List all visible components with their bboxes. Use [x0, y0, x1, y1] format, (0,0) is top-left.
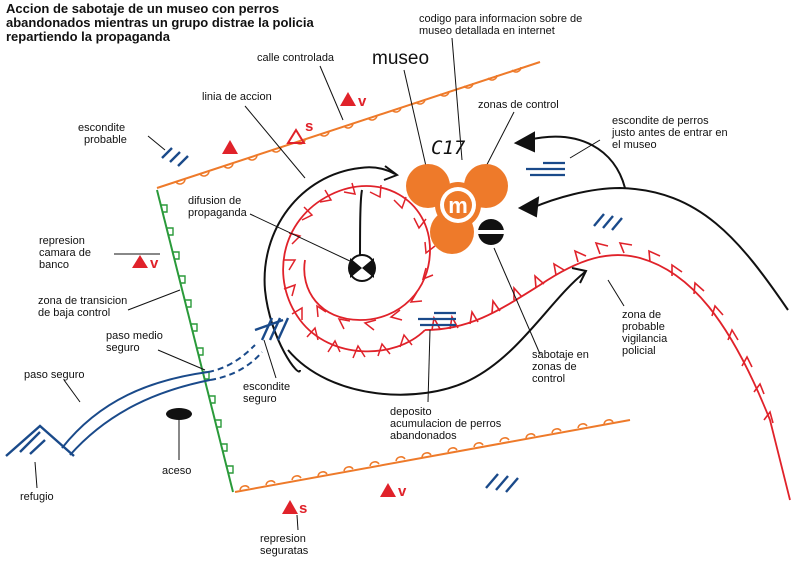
label-deposito-2: acumulacion de perros	[390, 418, 502, 430]
museum-control-zones: m	[406, 164, 508, 254]
label-c17: C17	[431, 137, 466, 159]
label-sabotaje-3: control	[532, 373, 565, 385]
label-codigo-2: museo detallada en internet	[419, 25, 555, 37]
dog-hideout-marker	[526, 161, 565, 177]
label-codigo-1: codigo para informacion sobre de	[419, 13, 582, 25]
label-escondite-probable-2: probable	[84, 134, 127, 146]
label-escondite-perros-2: justo antes de entrar en	[611, 127, 728, 139]
controlled-street-top	[156, 61, 541, 189]
label-calle-controlada: calle controlada	[257, 52, 335, 64]
propaganda-symbol	[348, 254, 376, 282]
label-zona-vigilancia-2: probable	[622, 321, 665, 333]
museum-logo-letter: m	[448, 193, 468, 218]
label-represion-banco-1: represion	[39, 235, 85, 247]
label-paso-seguro: paso seguro	[24, 369, 85, 381]
label-represion-banco-2: camara de	[39, 247, 91, 259]
deposit-marker	[418, 311, 456, 327]
label-zonas-control: zonas de control	[478, 99, 559, 111]
police-vigilance-zone	[424, 241, 791, 501]
action-line-dogs	[513, 131, 789, 311]
label-sabotaje-2: zonas de	[532, 361, 577, 373]
label-difusion-2: propaganda	[188, 207, 248, 219]
label-sabotaje-1: sabotaje en	[532, 349, 589, 361]
safe-hideout-marker	[254, 317, 290, 341]
label-represion-banco-3: banco	[39, 259, 69, 271]
security-letter: s	[305, 118, 313, 135]
label-refugio: refugio	[20, 491, 54, 503]
label-aceso: aceso	[162, 465, 191, 477]
probable-hideout-marker	[161, 147, 189, 167]
controlled-street-bottom	[234, 419, 631, 493]
label-paso-medio-2: seguro	[106, 342, 140, 354]
label-escondite-seguro-2: seguro	[243, 393, 277, 405]
label-deposito-3: abandonados	[390, 430, 457, 442]
title-line-3: repartiendo la propaganda	[6, 29, 171, 44]
access-marker	[166, 408, 192, 420]
video-letter: v	[150, 255, 159, 272]
label-zona-transicion-2: de baja control	[38, 307, 110, 319]
safe-path	[61, 344, 263, 456]
leader-lines	[34, 37, 625, 531]
label-escondite-seguro-1: escondite	[243, 381, 290, 393]
refuge-marker	[5, 424, 75, 457]
transition-zone-line	[156, 189, 234, 493]
label-escondite-perros-1: escondite de perros	[612, 115, 709, 127]
label-zona-vigilancia-4: policial	[622, 345, 656, 357]
hideout-marker-right	[593, 213, 623, 231]
label-paso-medio-1: paso medio	[106, 330, 163, 342]
labels: codigo para informacion sobre de museo d…	[20, 13, 728, 557]
label-zona-vigilancia-1: zona de	[622, 309, 661, 321]
security-warning-bottom: s	[282, 500, 307, 517]
video-letter: v	[358, 93, 367, 110]
hideout-marker-bottom	[485, 473, 519, 493]
bank-camera-warning: v	[132, 255, 159, 272]
warning-symbols: s v v v s	[132, 92, 407, 517]
label-represion-seguratas-2: seguratas	[260, 545, 309, 557]
video-warning-bottom: v	[380, 483, 407, 500]
security-letter: s	[299, 500, 307, 517]
dog-deposit-spiral	[282, 182, 436, 359]
diagram-title: Accion de sabotaje de un museo con perro…	[6, 1, 314, 44]
video-letter: v	[398, 483, 407, 500]
title-line-2: abandonados mientras un grupo distrae la…	[6, 15, 314, 30]
label-represion-seguratas-1: represion	[260, 533, 306, 545]
label-deposito-1: deposito	[390, 406, 432, 418]
label-escondite-perros-3: el museo	[612, 139, 657, 151]
alert-triangle-left	[222, 140, 238, 154]
label-zona-transicion-1: zona de transicion	[38, 295, 127, 307]
label-linia-accion: linia de accion	[202, 91, 272, 103]
label-difusion-1: difusion de	[188, 195, 241, 207]
label-zona-vigilancia-3: vigilancia	[622, 333, 668, 345]
label-escondite-probable-1: escondite	[78, 122, 125, 134]
security-warning-top: s	[286, 118, 313, 144]
label-museo: museo	[372, 48, 429, 69]
sabotage-symbol	[478, 219, 504, 245]
video-warning-top: v	[340, 92, 367, 110]
title-line-1: Accion de sabotaje de un museo con perro…	[6, 1, 279, 16]
